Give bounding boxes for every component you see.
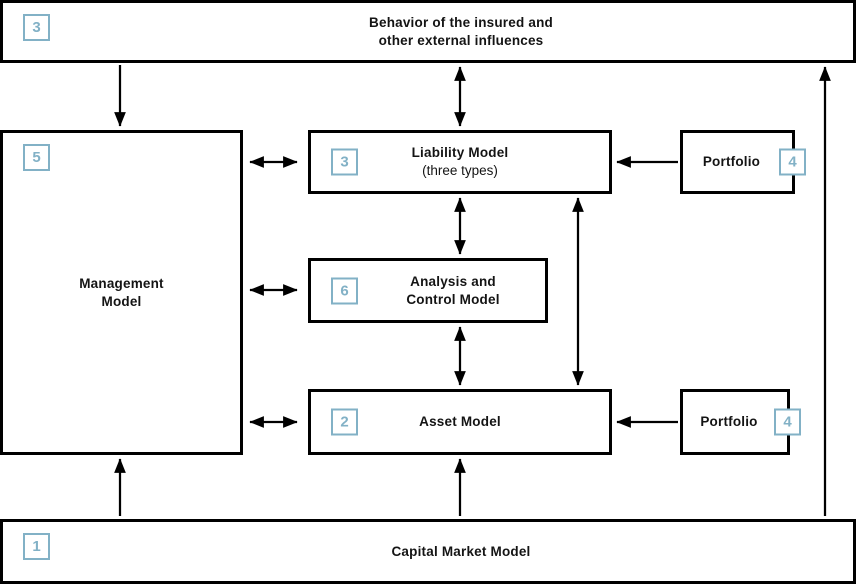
management-model-line2: Model — [101, 293, 142, 309]
node-asset-model: 2 Asset Model — [308, 389, 612, 455]
node-management-model: 5 Management Model — [0, 130, 243, 455]
external-influences-line2: other external influences — [378, 32, 544, 48]
asset-model-text: Asset Model — [311, 392, 609, 452]
analysis-control-model-text: Analysis and Control Model — [311, 261, 545, 320]
external-influences-text: Behavior of the insured and other extern… — [3, 3, 853, 60]
analysis-control-line1: Analysis and — [410, 273, 496, 289]
badge-liability-model: 3 — [331, 148, 358, 176]
node-analysis-control-model: 6 Analysis and Control Model — [308, 258, 548, 323]
portfolio-top-label: Portfolio — [702, 154, 761, 169]
badge-portfolio-bottom: 4 — [774, 408, 801, 436]
badge-management-model: 5 — [23, 144, 50, 171]
node-capital-market-model: 1 Capital Market Model — [0, 519, 856, 584]
management-model-text: Management Model — [3, 133, 240, 452]
badge-asset-model: 2 — [331, 408, 358, 436]
external-influences-line1: Behavior of the insured and — [369, 14, 553, 30]
badge-portfolio-top: 4 — [779, 148, 806, 176]
liability-model-text: Liability Model (three types) — [311, 133, 609, 191]
asset-model-label: Asset Model — [419, 414, 501, 429]
portfolio-top-text: Portfolio — [683, 133, 792, 191]
analysis-control-line2: Control Model — [406, 291, 500, 307]
badge-external-influences: 3 — [23, 14, 50, 41]
badge-analysis-control-model: 6 — [331, 277, 358, 304]
node-external-influences: 3 Behavior of the insured and other exte… — [0, 0, 856, 63]
node-portfolio-top: 4 Portfolio — [680, 130, 806, 194]
portfolio-bottom-label: Portfolio — [700, 414, 758, 429]
liability-model-title: Liability Model — [411, 145, 509, 160]
management-model-line1: Management — [79, 275, 164, 291]
capital-market-model-text: Capital Market Model — [3, 522, 853, 581]
portfolio-bottom-text: Portfolio — [683, 392, 787, 452]
capital-market-model-label: Capital Market Model — [391, 543, 531, 559]
node-liability-model: 3 Liability Model (three types) — [308, 130, 612, 194]
badge-capital-market-model: 1 — [23, 533, 50, 560]
liability-model-subtitle: (three types) — [422, 163, 498, 178]
node-portfolio-bottom: 4 Portfolio — [680, 389, 801, 455]
